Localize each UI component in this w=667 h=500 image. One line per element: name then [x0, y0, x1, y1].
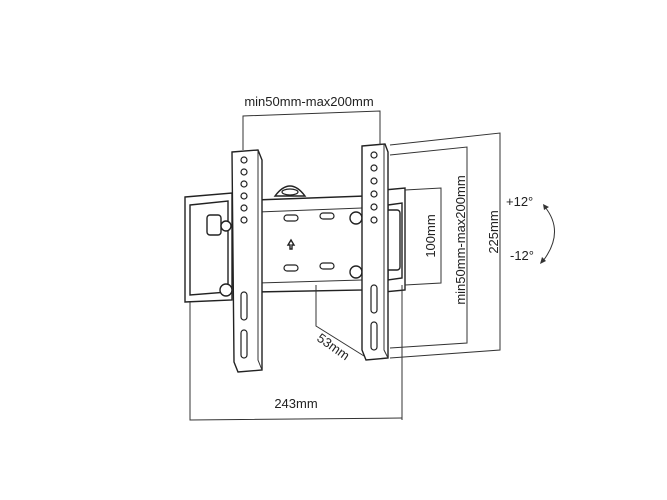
bracket-plate	[254, 185, 366, 293]
dim-wall-plate-height: 100mm	[401, 187, 442, 420]
tilt-indicator: +12° -12°	[506, 194, 555, 264]
tilt-down-label: -12°	[510, 248, 534, 263]
dim-depth: 53mm	[314, 285, 365, 363]
dim-wall-plate-height-label: 100mm	[423, 214, 438, 257]
dim-overall-width: 243mm	[189, 302, 403, 421]
tilt-arc-arrow-icon	[542, 206, 555, 262]
tilt-up-label: +12°	[506, 194, 533, 209]
dim-horizontal-vesa-label: min50mm-max200mm	[244, 94, 373, 109]
dim-overall-height: 225mm	[389, 132, 501, 359]
up-arrow-icon	[286, 238, 296, 250]
right-rail	[361, 143, 389, 361]
dim-horizontal-vesa: min50mm-max200mm	[242, 94, 381, 150]
dim-overall-height-label: 225mm	[486, 210, 501, 253]
left-rail	[231, 149, 263, 373]
dim-depth-label: 53mm	[314, 330, 352, 363]
dim-vertical-vesa: min50mm-max200mm	[389, 146, 468, 349]
dim-overall-width-label: 243mm	[274, 396, 317, 411]
dim-vertical-vesa-label: min50mm-max200mm	[453, 175, 468, 304]
